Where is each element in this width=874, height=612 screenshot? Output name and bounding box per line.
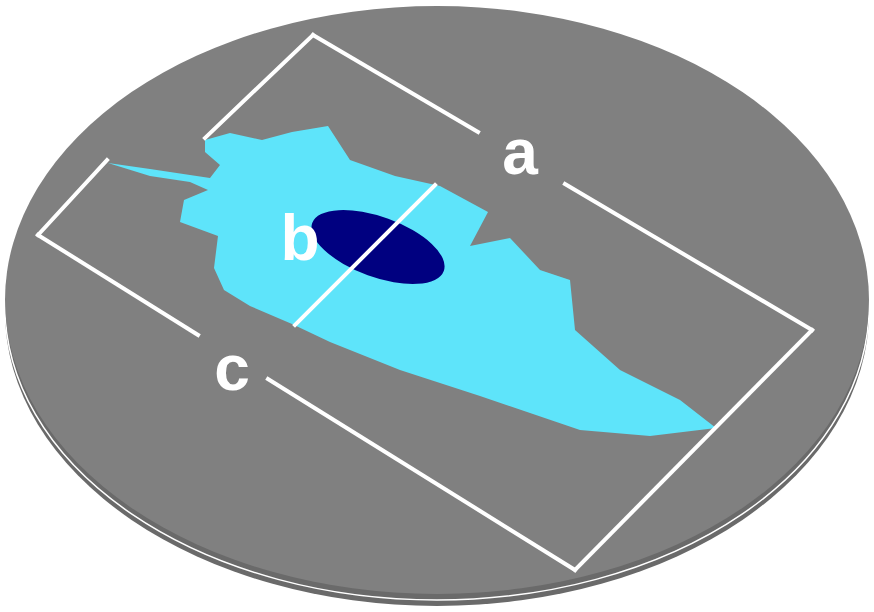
lake-shape <box>108 126 716 436</box>
dimension-label: b <box>280 206 319 270</box>
disc-top <box>5 6 869 594</box>
deep-basin <box>302 195 454 299</box>
dimension-lines <box>38 35 812 570</box>
dimension-label: a <box>502 120 538 184</box>
dimension-label: c <box>214 336 250 400</box>
